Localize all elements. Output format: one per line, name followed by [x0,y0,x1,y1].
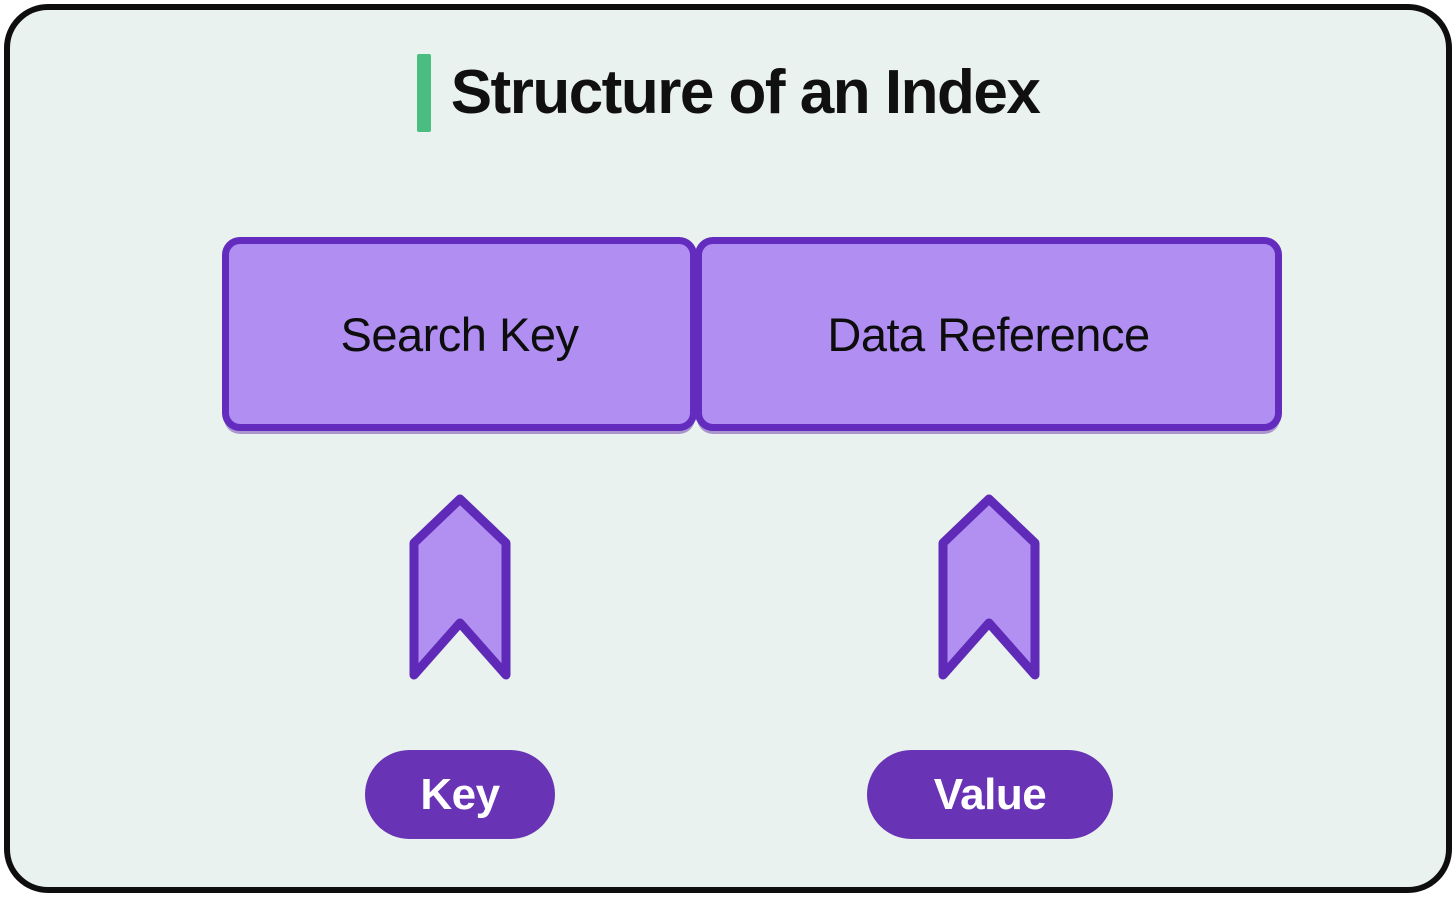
data-reference-label: Data Reference [827,307,1150,361]
bookmark-up-arrow-shape [409,494,511,680]
key-bookmark-up-arrow-icon [409,494,511,680]
diagram-card: Structure of an Index Search Key Data Re… [4,4,1452,893]
value-bookmark-up-arrow-icon [938,494,1040,680]
search-key-box: Search Key [222,237,697,431]
title-accent-bar-icon [416,54,431,132]
key-badge: Key [365,750,555,839]
data-reference-box: Data Reference [695,237,1282,431]
key-badge-label: Key [420,769,500,819]
value-badge-label: Value [933,769,1047,819]
page-title: Structure of an Index [450,58,1041,127]
search-key-label: Search Key [340,307,579,361]
value-badge: Value [867,750,1113,839]
bookmark-up-arrow-shape [938,494,1040,680]
title-block: Structure of an Index [10,54,1446,132]
